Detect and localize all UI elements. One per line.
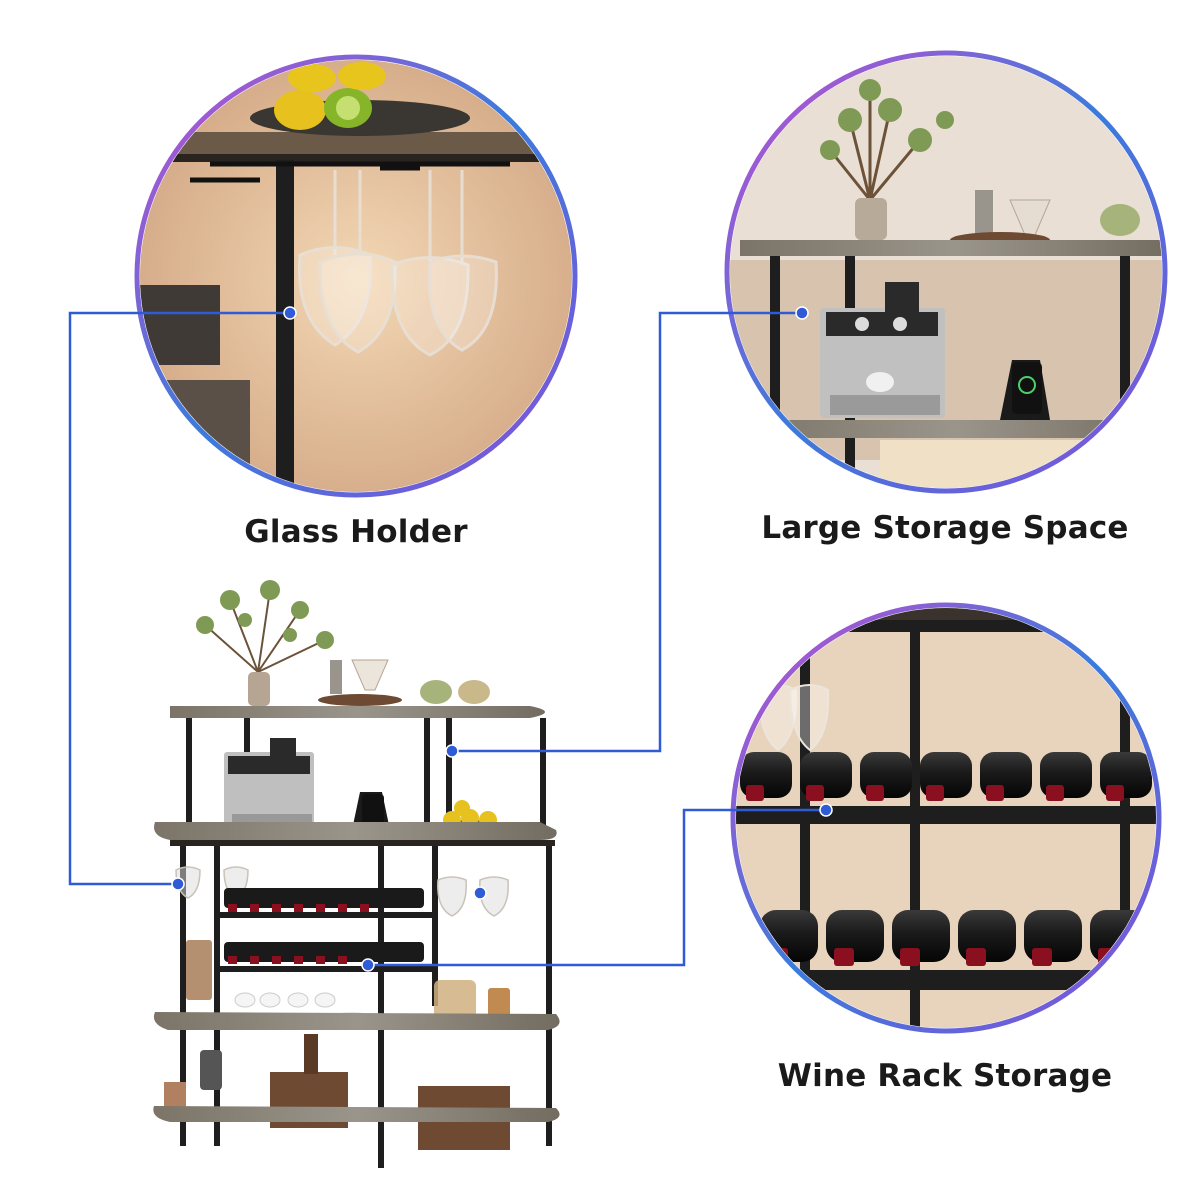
callout-large-storage bbox=[452, 311, 803, 753]
glass-holder-caption: Glass Holder bbox=[244, 514, 468, 550]
callout-dot-storage-bottom bbox=[445, 744, 459, 758]
callout-dot-storage-top bbox=[795, 306, 809, 320]
wine-rack-upper bbox=[220, 888, 436, 918]
callout-dot-glass-top bbox=[283, 306, 297, 320]
large-storage-caption: Large Storage Space bbox=[761, 510, 1129, 546]
wine-rack-caption: Wine Rack Storage bbox=[777, 1058, 1113, 1094]
large-storage-detail bbox=[724, 50, 1168, 494]
callout-glass-holder bbox=[68, 311, 290, 886]
wine-rack-detail bbox=[730, 602, 1162, 1034]
callout-wine-rack bbox=[368, 808, 826, 967]
callout-dot-glass-right bbox=[473, 886, 487, 900]
wine-rack-lower bbox=[220, 942, 436, 972]
glass-holder-detail bbox=[134, 54, 578, 498]
callout-dot-wine-top bbox=[819, 803, 833, 817]
callout-dot-glass-bottom bbox=[171, 877, 185, 891]
bar-cabinet-product bbox=[153, 580, 560, 1168]
callout-dot-wine-bottom bbox=[361, 958, 375, 972]
plant-decor bbox=[196, 580, 334, 706]
